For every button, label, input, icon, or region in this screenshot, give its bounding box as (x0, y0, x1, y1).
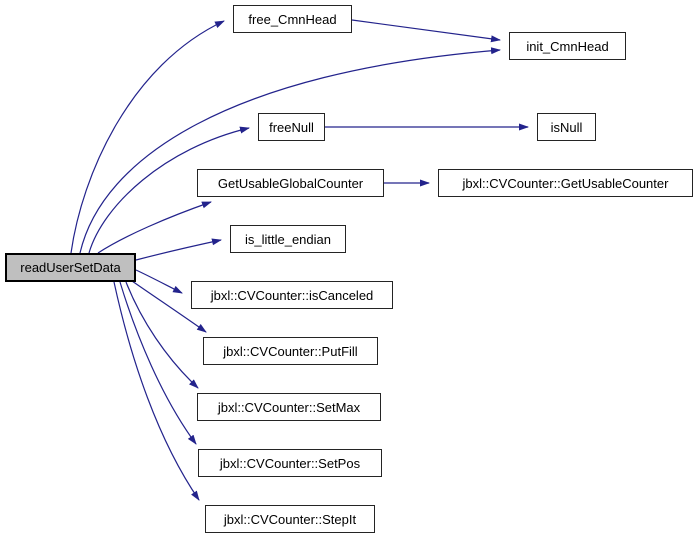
graph-node-PutFill[interactable]: jbxl::CVCounter::PutFill (203, 337, 378, 365)
edge-readUserSetData-to-GetUsableGlobalCounter (97, 201, 212, 254)
edge-readUserSetData-to-SetMax (125, 281, 199, 389)
graph-node-freeNull[interactable]: freeNull (258, 113, 325, 141)
graph-node-is_little_endian[interactable]: is_little_endian (230, 225, 346, 253)
edge-readUserSetData-to-isCanceled (135, 269, 183, 294)
edge-readUserSetData-to-free_CmnHead (70, 20, 225, 254)
edge-readUserSetData-to-is_little_endian (135, 238, 222, 261)
graph-node-isCanceled[interactable]: jbxl::CVCounter::isCanceled (191, 281, 393, 309)
graph-node-SetMax[interactable]: jbxl::CVCounter::SetMax (197, 393, 381, 421)
graph-node-init_CmnHead[interactable]: init_CmnHead (509, 32, 626, 60)
edge-readUserSetData-to-StepIt (113, 281, 200, 501)
graph-node-GetUsableCounter[interactable]: jbxl::CVCounter::GetUsableCounter (438, 169, 693, 197)
edge-free_CmnHead-to-init_CmnHead (351, 19, 501, 43)
graph-node-StepIt[interactable]: jbxl::CVCounter::StepIt (205, 505, 375, 533)
graph-node-SetPos[interactable]: jbxl::CVCounter::SetPos (198, 449, 382, 477)
graph-node-readUserSetData: readUserSetData (5, 253, 136, 282)
edge-readUserSetData-to-SetPos (119, 281, 197, 445)
edge-readUserSetData-to-init_CmnHead (79, 47, 501, 254)
graph-node-GetUsableGlobalCounter[interactable]: GetUsableGlobalCounter (197, 169, 384, 197)
graph-node-isNull[interactable]: isNull (537, 113, 596, 141)
graph-node-free_CmnHead[interactable]: free_CmnHead (233, 5, 352, 33)
